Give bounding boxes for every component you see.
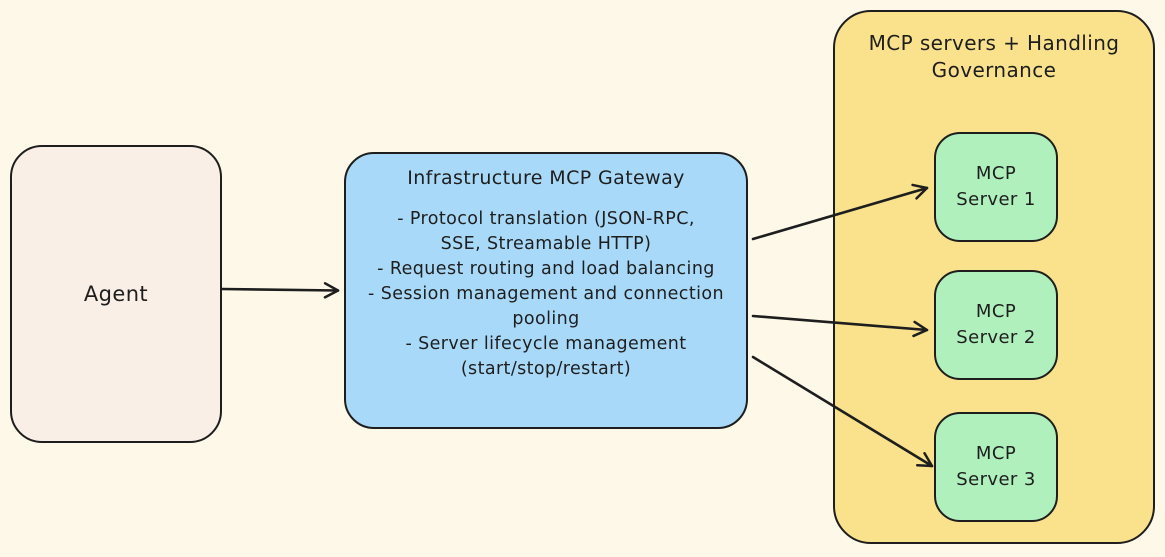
agent-node: Agent [10, 145, 222, 443]
gateway-title: Infrastructure MCP Gateway [407, 167, 685, 189]
gateway-feature-line: - Request routing and load balancing [377, 259, 715, 279]
mcp-server-1-label-line2: Server 1 [956, 189, 1036, 210]
gateway-node: Infrastructure MCP Gateway - Protocol tr… [344, 152, 748, 429]
mcp-server-2-label-line1: MCP [975, 301, 1017, 322]
gateway-feature-line: - Session management and connection [368, 284, 724, 304]
mcp-server-3-label-line1: MCP [975, 443, 1017, 464]
gateway-feature-line: - Protocol translation (JSON-RPC, [397, 209, 695, 229]
mcp-server-2-node: MCP Server 2 [934, 270, 1058, 380]
mcp-server-3-label-line2: Server 3 [956, 469, 1036, 490]
gateway-feature-line: SSE, Streamable HTTP) [440, 234, 652, 254]
gateway-feature-line: pooling [512, 309, 580, 329]
server-group-container: MCP servers + Handling Governance MCP Se… [833, 10, 1155, 544]
gateway-feature-list: - Protocol translation (JSON-RPC, SSE, S… [346, 207, 746, 382]
gateway-feature-line: - Server lifecycle management [405, 334, 687, 354]
gateway-feature-line: (start/stop/restart) [460, 359, 632, 379]
mcp-server-1-node: MCP Server 1 [934, 132, 1058, 242]
arrow-agent-to-gateway-icon [220, 282, 340, 299]
mcp-server-2-label-line2: Server 2 [956, 327, 1036, 348]
server-group-title: MCP servers + Handling Governance [868, 31, 1120, 82]
agent-label: Agent [83, 282, 149, 306]
mcp-server-1-label-line1: MCP [975, 163, 1017, 184]
mcp-server-3-node: MCP Server 3 [934, 412, 1058, 522]
